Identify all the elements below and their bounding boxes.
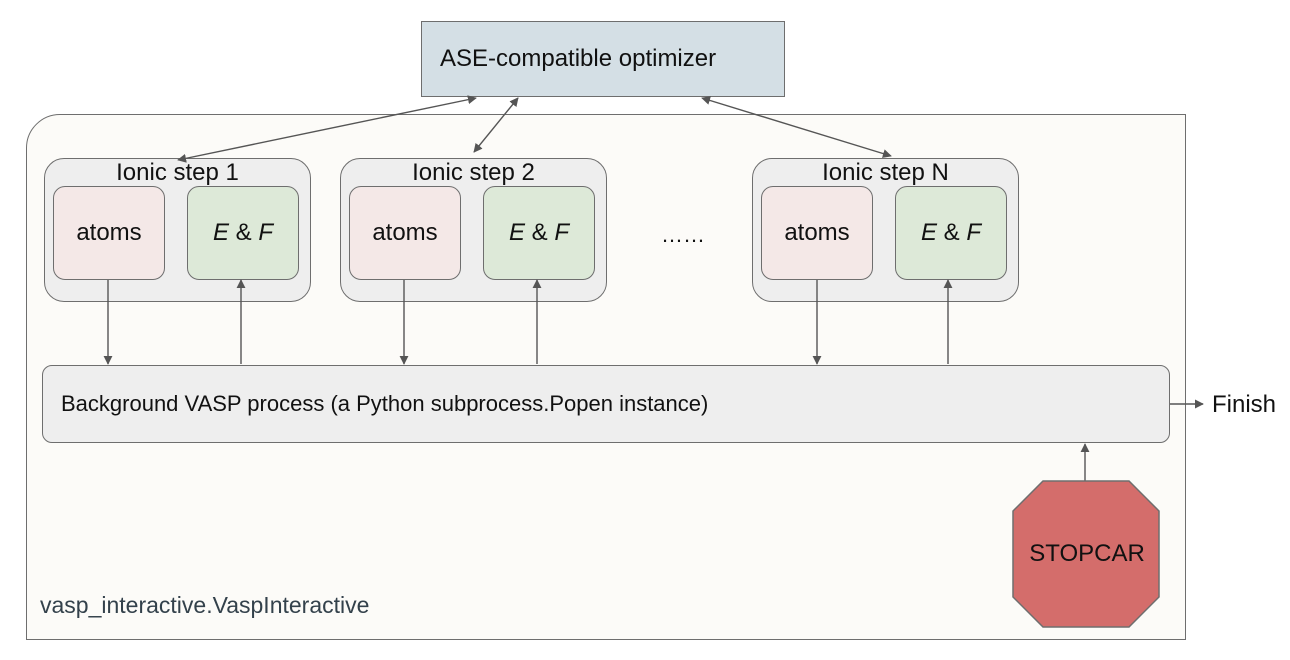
atoms-label: atoms [372,219,438,246]
optimizer-box: ASE-compatible optimizer [421,21,785,97]
ampersand: & [525,219,555,246]
ionic-step-1-title: Ionic step 1 [116,159,239,186]
ampersand: & [229,219,259,246]
vasp-process-label: Background VASP process (a Python subpro… [61,391,709,416]
atoms-label: atoms [76,219,142,246]
ionic-step-n-title: Ionic step N [822,159,949,186]
finish-label: Finish [1212,391,1277,418]
ionic-step-2-atoms: atoms [349,186,461,280]
ionic-step-1-group: Ionic step 1 atoms E & F [44,158,311,302]
arrow-optimizer-step1 [177,95,477,163]
ionic-step-n-group: Ionic step N atoms E & F [752,158,1019,302]
ionic-step-n-energy-forces: E & F [895,186,1007,280]
container-label: vasp_interactive.VaspInteractive [40,592,370,618]
stopcar-octagon-icon [1012,480,1160,628]
ellipsis: …… [661,222,705,247]
force-symbol: F [966,219,982,246]
stopcar-label: STOPCAR [1029,540,1145,567]
energy-symbol: E [508,219,525,246]
atoms-label: atoms [784,219,850,246]
ionic-step-2-energy-forces: E & F [483,186,595,280]
ionic-step-1-atoms: atoms [53,186,165,280]
ampersand: & [937,219,967,246]
optimizer-label: ASE-compatible optimizer [440,45,717,72]
force-symbol: F [554,219,570,246]
ionic-step-n-atoms: atoms [761,186,873,280]
force-symbol: F [258,219,274,246]
arrow-optimizer-step2 [473,97,519,153]
vasp-process-box: Background VASP process (a Python subpro… [42,365,1170,443]
energy-symbol: E [920,219,937,246]
arrow-optimizer-stepn [701,96,892,158]
ionic-step-2-title: Ionic step 2 [412,159,535,186]
energy-symbol: E [212,219,229,246]
